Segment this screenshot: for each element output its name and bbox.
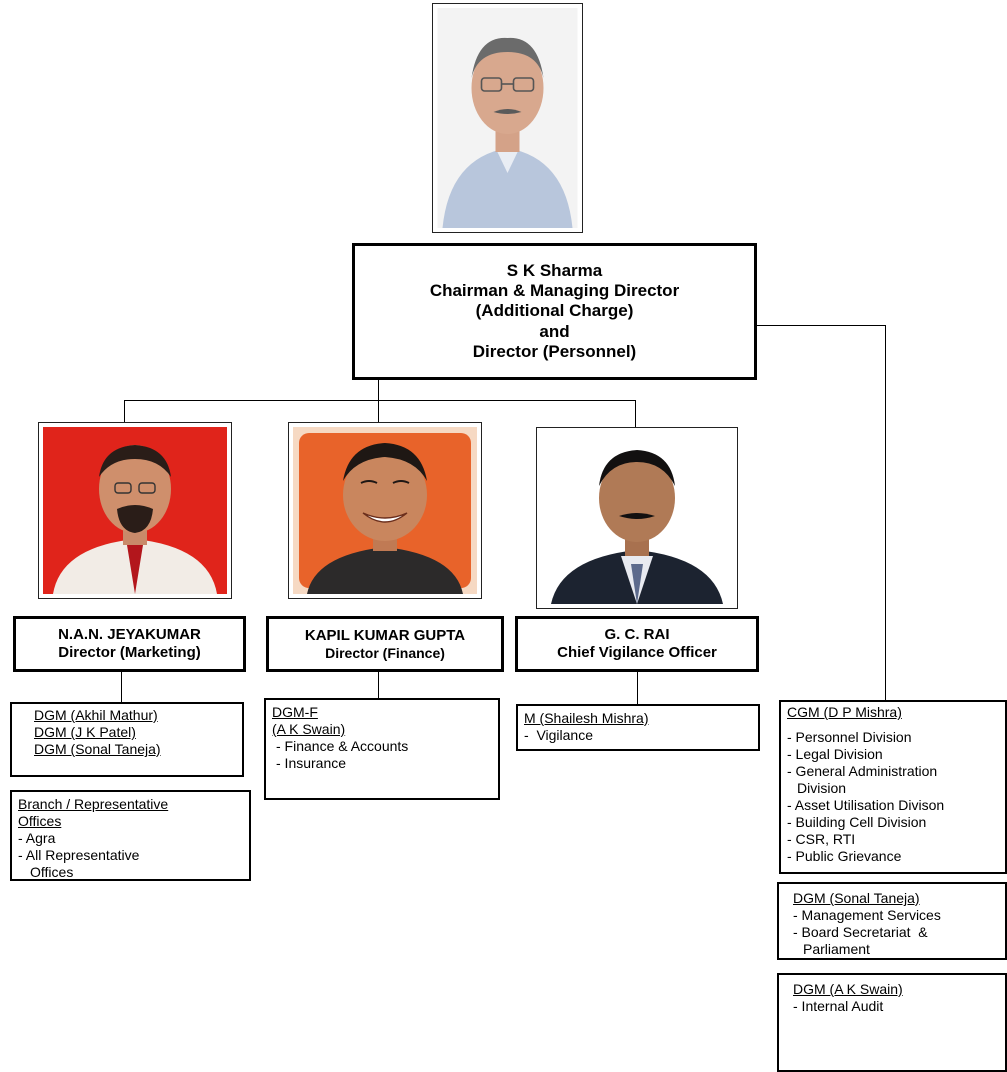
unit-item: - Asset Utilisation Divison: [787, 797, 945, 813]
chairman-director-role: Director (Personnel): [472, 341, 637, 361]
director-vigilance-role: Chief Vigilance Officer: [557, 644, 717, 661]
personnel-dgm-swain-box: DGM (A K Swain) - Internal Audit: [777, 973, 1007, 1072]
connector-dir3-units: [637, 672, 638, 704]
unit-head: M (Shailesh Mishra): [524, 710, 649, 726]
chairman-title: Chairman & Managing Director: [429, 281, 680, 301]
connector-dir2-units: [378, 672, 379, 698]
portrait-image: [293, 427, 477, 594]
unit-item: - Board Secretariat &: [793, 924, 928, 940]
unit-head: DGM (Sonal Taneja): [793, 890, 920, 906]
unit-item: - Finance & Accounts: [276, 738, 409, 754]
unit-item: - Agra: [18, 830, 56, 846]
unit-head: DGM (J K Patel): [34, 724, 136, 740]
personnel-cgm-box: CGM (D P Mishra) - Personnel Division - …: [779, 700, 1007, 874]
chairman-box: S K Sharma Chairman & Managing Director …: [352, 243, 757, 380]
portrait-image: [43, 427, 227, 594]
connector-directors-bus: [124, 400, 636, 401]
director-finance-box: KAPIL KUMAR GUPTA Director (Finance): [266, 616, 504, 672]
unit-item: - Insurance: [276, 755, 347, 771]
unit-item: - CSR, RTI: [787, 831, 856, 847]
chairman-photo: [432, 3, 583, 233]
unit-head: DGM (Akhil Mathur): [34, 707, 158, 723]
unit-head: (A K Swain): [272, 721, 346, 737]
director-marketing-role: Director (Marketing): [58, 644, 201, 661]
director-finance-name: KAPIL KUMAR GUPTA: [304, 626, 466, 644]
chairman-charge: (Additional Charge): [475, 301, 634, 321]
director-vigilance-box: G. C. RAI Chief Vigilance Officer: [515, 616, 759, 672]
unit-head: DGM-F: [272, 704, 318, 720]
director-marketing-offices-box: Branch / Representative Offices - Agra -…: [10, 790, 251, 881]
unit-item: - Management Services: [793, 907, 941, 923]
director-marketing-photo: [38, 422, 232, 599]
unit-head: DGM (Sonal Taneja): [34, 741, 161, 757]
portrait-image: [541, 432, 733, 604]
director-marketing-box: N.A.N. JEYAKUMAR Director (Marketing): [13, 616, 246, 672]
chairman-name: S K Sharma: [506, 261, 603, 281]
connector-right-vertical: [885, 325, 886, 700]
director-vigilance-photo: [536, 427, 738, 609]
unit-item: - Legal Division: [787, 746, 883, 762]
director-finance-photo: [288, 422, 482, 599]
unit-head: Offices: [18, 813, 62, 829]
unit-head: Branch / Representative: [18, 796, 169, 812]
unit-head: CGM (D P Mishra): [787, 704, 902, 720]
connector-chairman-right: [755, 325, 886, 326]
connector-dir2-drop: [378, 400, 379, 422]
portrait-image: [437, 8, 578, 228]
director-vigilance-name: G. C. RAI: [604, 626, 670, 644]
unit-item: Offices: [30, 864, 74, 880]
unit-item: Parliament: [803, 941, 870, 957]
director-finance-role: Director (Finance): [325, 644, 445, 661]
unit-item: - Personnel Division: [787, 729, 912, 745]
unit-item: - Vigilance: [524, 727, 594, 743]
connector-dir1-units: [121, 672, 122, 702]
director-marketing-name: N.A.N. JEYAKUMAR: [58, 626, 201, 644]
unit-item: - Building Cell Division: [787, 814, 927, 830]
unit-item: Division: [797, 780, 847, 796]
unit-head: DGM (A K Swain): [793, 981, 903, 997]
connector-dir3-drop: [635, 400, 636, 427]
unit-item: - Internal Audit: [793, 998, 884, 1014]
connector-chairman-down: [378, 380, 379, 400]
director-finance-dgm-box: DGM-F (A K Swain) - Finance & Accounts -…: [264, 698, 500, 800]
unit-item: - All Representative: [18, 847, 140, 863]
connector-dir1-drop: [124, 400, 125, 422]
personnel-dgm-sonal-box: DGM (Sonal Taneja) - Management Services…: [777, 882, 1007, 960]
unit-item: - General Administration: [787, 763, 938, 779]
director-vigilance-unit-box: M (Shailesh Mishra) - Vigilance: [516, 704, 760, 751]
unit-item: - Public Grievance: [787, 848, 902, 864]
director-marketing-dgm-box: DGM (Akhil Mathur) DGM (J K Patel) DGM (…: [10, 702, 244, 777]
chairman-and: and: [539, 321, 570, 341]
